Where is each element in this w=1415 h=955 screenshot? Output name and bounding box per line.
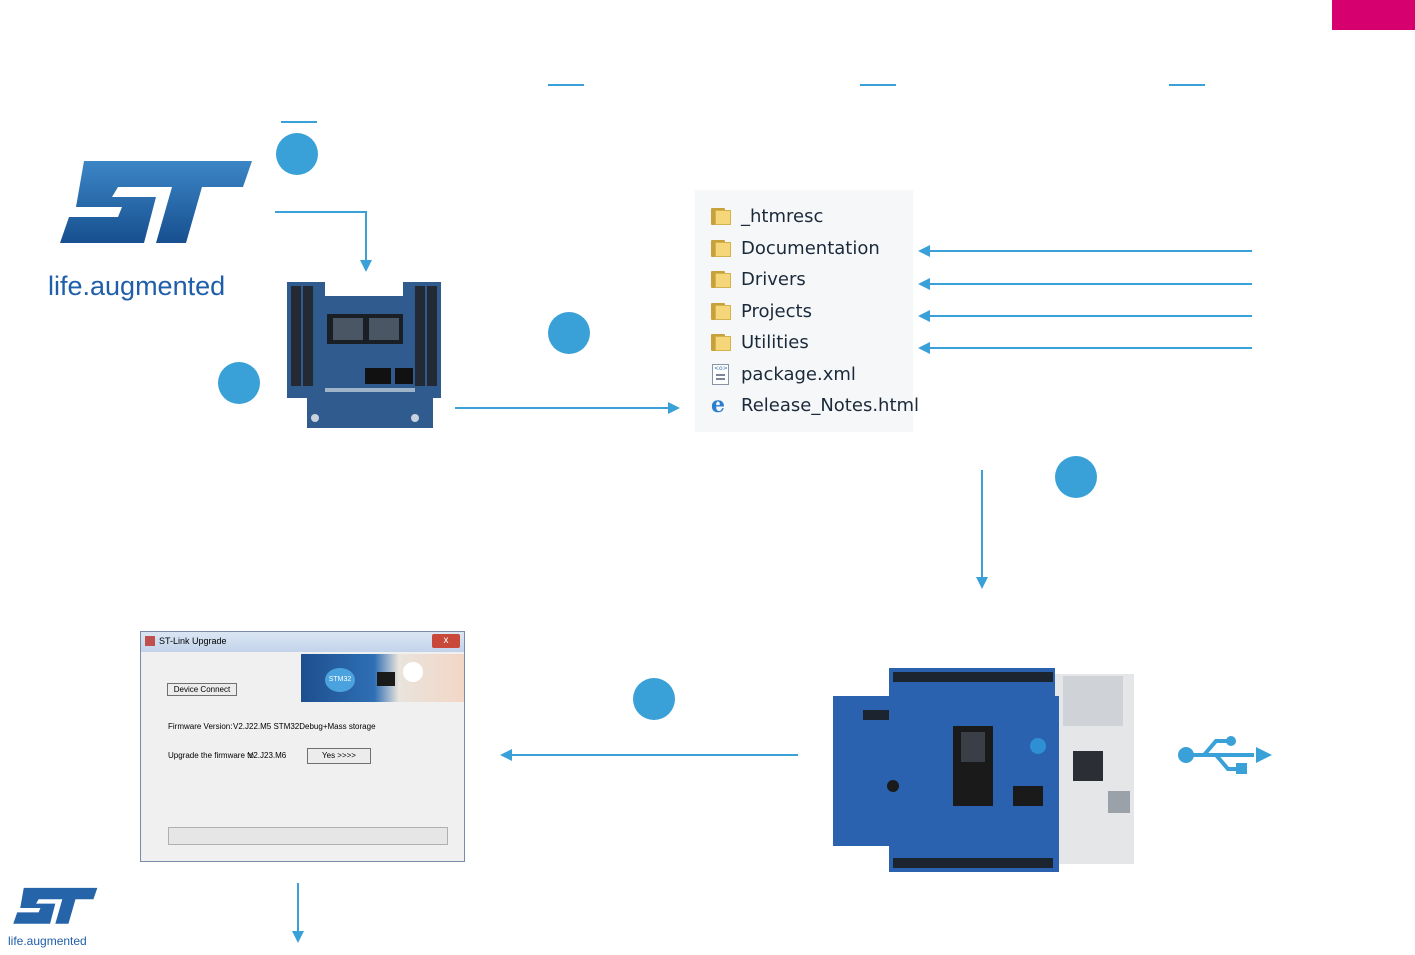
step-circle-5: [633, 678, 675, 720]
file-name: Utilities: [741, 331, 809, 353]
connector-line: [512, 754, 798, 756]
folder-icon: [711, 270, 731, 288]
connector-line: [981, 470, 983, 578]
connector-line: [930, 250, 1252, 252]
file-name: Drivers: [741, 268, 806, 290]
file-name: Projects: [741, 300, 812, 322]
window-titlebar: ST-Link Upgrade x: [141, 632, 464, 652]
step-circle-2: [218, 362, 260, 404]
list-item[interactable]: _htmresc: [711, 202, 823, 230]
brand-accent-tab: [1332, 0, 1415, 30]
st-logo-small: life.augmented: [8, 884, 103, 950]
step-circle-3: [548, 312, 590, 354]
yes-upgrade-button[interactable]: Yes >>>>: [307, 748, 371, 764]
upgrade-label: Upgrade the firmware to: [168, 751, 254, 760]
connector-line: [365, 211, 367, 261]
firmware-version-value: V2.J22.M5 STM32Debug+Mass storage: [233, 722, 376, 731]
nucleo-board-image: [833, 666, 1143, 874]
arrow-head: [292, 931, 304, 943]
arrow-head: [918, 245, 930, 257]
upgrade-progress-bar: [168, 827, 448, 845]
arrow-head: [918, 342, 930, 354]
usb-icon: [1176, 733, 1272, 777]
window-banner: STM32: [301, 654, 464, 702]
html-file-icon: e: [711, 392, 725, 418]
header-dash-4: [281, 121, 317, 123]
file-name: package.xml: [741, 363, 856, 385]
connector-line: [930, 347, 1252, 349]
st-logo-mark: [60, 161, 252, 243]
arrow-head: [976, 577, 988, 589]
firmware-version-label: Firmware Version:: [168, 722, 233, 731]
header-dash-1: [548, 84, 584, 86]
folder-icon: [711, 333, 731, 351]
device-connect-button[interactable]: Device Connect: [167, 683, 237, 696]
list-item[interactable]: Projects: [711, 297, 812, 325]
connector-line: [297, 883, 299, 933]
list-item[interactable]: Utilities: [711, 328, 809, 356]
st-logo-small-mark: [13, 887, 98, 924]
arrow-head: [668, 402, 680, 414]
logo-tagline-small: life.augmented: [8, 934, 87, 948]
step-circle-1: [276, 133, 318, 175]
list-item[interactable]: Documentation: [711, 234, 880, 262]
file-name: _htmresc: [741, 205, 824, 227]
file-name: Documentation: [741, 237, 880, 259]
arrow-head: [918, 310, 930, 322]
upgrade-version-value: V2.J23.M6: [248, 751, 287, 760]
banner-chip: [377, 672, 395, 686]
connector-line: [275, 211, 367, 213]
header-dash-2: [860, 84, 896, 86]
list-item[interactable]: package.xml: [711, 360, 856, 388]
banner-badge: [403, 662, 423, 682]
st-logo: life.augmented: [48, 155, 258, 305]
connector-line: [930, 315, 1252, 317]
step-circle-4: [1055, 456, 1097, 498]
header-dash-3: [1169, 84, 1205, 86]
arrow-head: [360, 260, 372, 272]
expansion-board-image: [285, 278, 443, 435]
logo-tagline: life.augmented: [48, 271, 226, 301]
package-file-list: _htmresc Documentation Drivers Projects …: [695, 190, 919, 432]
folder-icon: [711, 207, 731, 225]
connector-line: [455, 407, 670, 409]
folder-icon: [711, 239, 731, 257]
file-name: Release_Notes.html: [741, 394, 920, 416]
folder-icon: [711, 302, 731, 320]
connector-line: [930, 283, 1252, 285]
arrow-head: [918, 278, 930, 290]
banner-logo: STM32: [325, 668, 355, 692]
list-item[interactable]: e Release_Notes.html: [711, 391, 919, 419]
arrow-head: [500, 749, 512, 761]
app-icon: [145, 636, 155, 646]
expansion-board-graphic: [287, 282, 441, 428]
nucleo-board-graphic: [833, 668, 1134, 872]
window-title: ST-Link Upgrade: [159, 636, 227, 646]
stlink-upgrade-window: ST-Link Upgrade x STM32 Device Connect F…: [140, 631, 465, 862]
close-button[interactable]: x: [432, 634, 460, 648]
xml-file-icon: [712, 363, 729, 385]
list-item[interactable]: Drivers: [711, 265, 806, 293]
